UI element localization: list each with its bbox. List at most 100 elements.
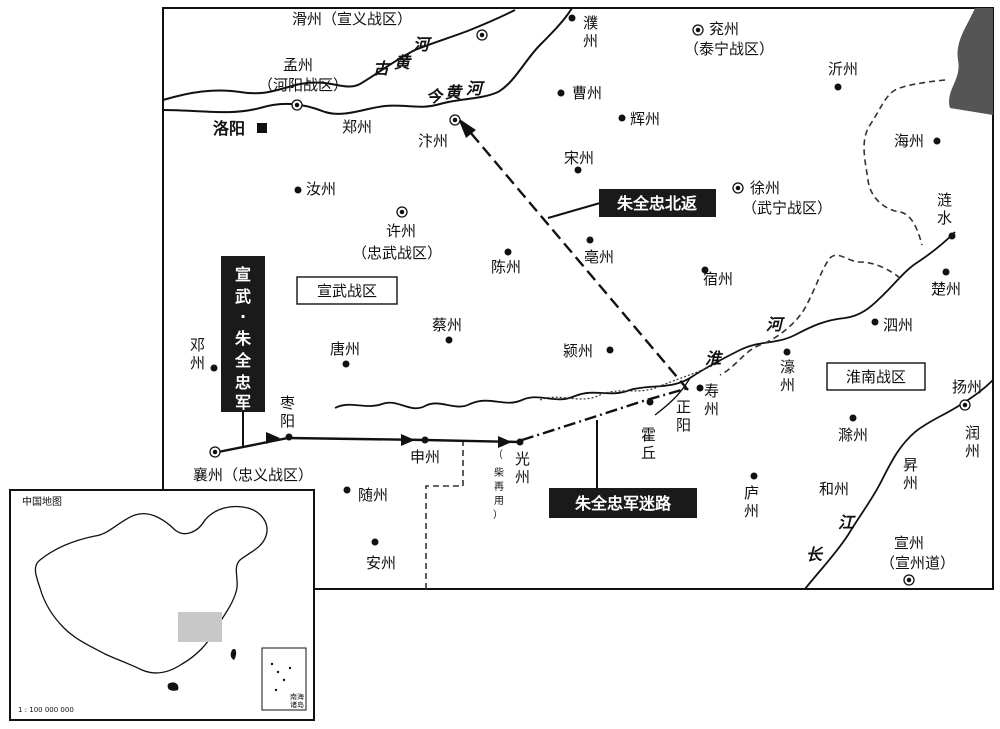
label-haozhou-2: 州 (780, 376, 795, 394)
label-guangzhou-1: 光 (515, 450, 530, 468)
label-jiang-2: 长 (806, 545, 824, 564)
label-sizhou: 泗州 (883, 316, 913, 334)
label-shouzhou-1: 寿 (704, 382, 719, 400)
region-huainan: 淮南战区 (826, 362, 926, 391)
label-chaiyong-1: 柴 (494, 466, 504, 479)
label-yingzhou: 颍州 (563, 342, 593, 360)
label-guangzhou-2: 州 (515, 468, 530, 486)
label-zhengzhou: 郑州 (342, 118, 372, 136)
callout-north: 朱全忠北返 (599, 189, 716, 217)
label-jin-1: 今 (426, 87, 444, 106)
label-chaiyong-3: 用 (494, 496, 504, 507)
label-haozhou-1: 濠 (780, 358, 795, 376)
label-chuzhou2: 滁州 (838, 426, 868, 444)
inset-highlight (178, 612, 222, 642)
route-north-return (469, 131, 689, 391)
label-suizhou: 随州 (358, 486, 388, 504)
label-huoqiu-1: 霍 (641, 426, 656, 444)
label-xuzhou-district: （武宁战区） (742, 199, 832, 217)
label-gu-3: 河 (413, 35, 432, 54)
label-runzhou-1: 润 (965, 424, 980, 442)
label-huai-2: 河 (766, 315, 785, 334)
label-luzhou-2: 州 (744, 502, 759, 520)
region-borders (425, 79, 946, 589)
callout-north-label: 朱全忠北返 (617, 194, 697, 213)
label-shouzhou-2: 州 (704, 400, 719, 418)
callout-lost-label: 朱全忠军迷路 (575, 494, 672, 513)
label-runzhou-2: 州 (965, 442, 980, 460)
old-yellow-river (162, 9, 516, 101)
label-jiang-1: 江 (838, 513, 856, 532)
route-main (217, 436, 521, 454)
label-mengzhou-district: （河阳战区） (258, 76, 348, 94)
label-gu-2: 黄 (394, 53, 412, 72)
river-labels: 古 黄 河 今 黄 河 淮 河 江 长 (373, 35, 856, 564)
label-suzhou: 宿州 (703, 270, 733, 288)
label-xuanzhou: 宣州 (894, 534, 924, 552)
label-caizhou: 蔡州 (432, 316, 462, 334)
label-tangzhou: 唐州 (330, 340, 360, 358)
current-yellow-river (162, 7, 573, 115)
marker-circles (209, 24, 971, 586)
label-chaiyong-close: ） (493, 509, 503, 521)
place-labels: 滑州（宣义战区） 濮 州 兖州 （泰宁战区） 孟州 （河阳战区） 洛阳 郑州 汴… (190, 10, 982, 572)
label-xuzhou-h: 许州 (386, 222, 416, 240)
sea-area (949, 8, 993, 115)
label-xuanzhou-district: （宣州道） (880, 554, 955, 572)
label-xuzhou: 徐州 (750, 179, 780, 197)
callout-army-c7: 军 (235, 393, 251, 412)
luoyang-marker (257, 123, 267, 133)
label-dengzhou-2: 州 (190, 354, 205, 372)
label-shenzhou: 申州 (410, 448, 440, 466)
label-lianshui-2: 水 (937, 209, 952, 227)
label-huai-1: 淮 (705, 349, 724, 368)
callout-army-c5: 全 (234, 351, 252, 370)
label-yanzhou: 兖州 (709, 20, 739, 38)
label-chenzhou: 陈州 (491, 258, 521, 276)
route-arrow-3 (498, 436, 512, 448)
route-arrowhead-north (458, 118, 476, 138)
label-luoyang: 洛阳 (213, 119, 245, 138)
label-zaoyang-2: 阳 (280, 412, 295, 430)
label-chuzhou: 楚州 (931, 280, 961, 298)
label-caozhou: 曹州 (572, 84, 602, 102)
tributary (654, 377, 691, 416)
region-xuanwu-label: 宣武战区 (317, 282, 377, 300)
label-gu-1: 古 (373, 59, 392, 78)
label-dengzhou-1: 邓 (190, 336, 205, 354)
label-yizhou: 沂州 (828, 60, 858, 78)
inset-map: 中国地图 南海 诸岛 1 : 100 000 000 (9, 489, 315, 721)
label-lianshui-1: 涟 (937, 191, 952, 209)
label-huoqiu-2: 丘 (641, 444, 656, 462)
label-hezhou: 和州 (819, 480, 849, 498)
callout-army-c2: 武 (235, 287, 251, 306)
label-bozhou: 亳州 (584, 248, 614, 266)
label-bianzhou: 汴州 (418, 132, 448, 150)
label-ruzhou: 汝州 (306, 180, 336, 198)
label-chaiyong-2: 再 (494, 481, 504, 493)
route-lost (521, 386, 689, 442)
label-zhengyang-2: 阳 (676, 416, 691, 434)
label-yangzhou: 扬州 (952, 378, 982, 396)
label-puzhou-2: 州 (583, 32, 598, 50)
callout-north-pointer (547, 202, 601, 219)
label-huazhou: 滑州（宣义战区） (292, 10, 412, 28)
route-arrow-2 (401, 434, 415, 446)
label-anzhou: 安州 (366, 554, 396, 572)
label-haizhou: 海州 (894, 132, 924, 150)
callout-army-c3: · (240, 307, 246, 326)
label-xiangzhou: 襄州（忠义战区） (193, 466, 313, 484)
label-jin-2: 黄 (445, 83, 463, 102)
label-luzhou-1: 庐 (744, 484, 759, 502)
inset-sea-2: 诸岛 (290, 700, 304, 709)
callout-lost: 朱全忠军迷路 (549, 488, 697, 518)
label-xuzhou-h-district: （忠武战区） (352, 244, 442, 262)
region-xuanwu: 宣武战区 (296, 276, 398, 305)
marker-dots (210, 14, 956, 546)
inset-title: 中国地图 (22, 495, 62, 508)
inset-hainan (167, 682, 179, 691)
inset-sea-1: 南海 (290, 692, 304, 701)
callout-army-c6: 忠 (235, 373, 251, 392)
label-huizhou: 辉州 (630, 110, 660, 128)
label-jin-3: 河 (466, 79, 485, 98)
